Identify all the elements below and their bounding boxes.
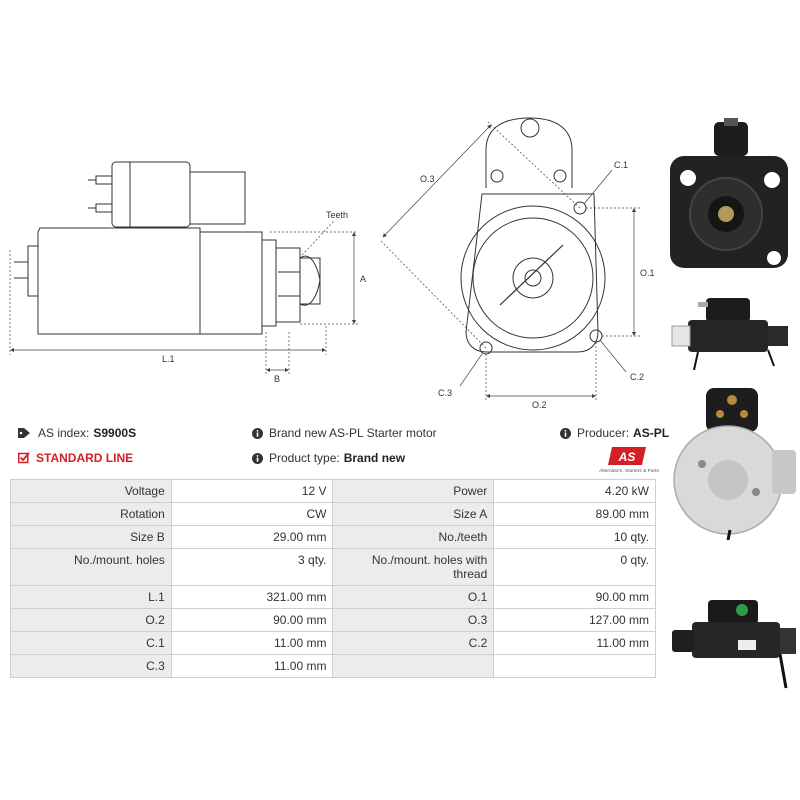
spec-label: Power [332, 479, 495, 503]
spec-label: Size B [10, 525, 172, 549]
spec-label: C.1 [10, 631, 172, 655]
spec-label: Size A [332, 502, 495, 526]
spec-value: 0 qty. [493, 548, 656, 586]
spec-value: 29.00 mm [170, 525, 334, 549]
spec-value: 90.00 mm [170, 608, 334, 632]
technical-drawing-svg: Teeth A B L.1 [9, 117, 655, 410]
spec-label: No./mount. holes [10, 548, 172, 586]
dim-l1-label: L.1 [162, 354, 175, 364]
logo-text: AS [618, 450, 636, 464]
as-pl-logo: AS Alternators, Starters & Parts [599, 447, 659, 474]
spec-value: 11.00 mm [493, 631, 656, 655]
info-icon [252, 427, 263, 439]
spec-label: Voltage [10, 479, 172, 503]
dim-c2-label: C.2 [630, 372, 644, 382]
dim-o3-label: O.3 [420, 174, 435, 184]
product-type-value: Brand new [343, 451, 406, 465]
spec-value: 321.00 mm [170, 585, 334, 609]
front-photo [670, 118, 788, 268]
spec-value: CW [170, 502, 334, 526]
description-text: Brand new AS-PL Starter motor [269, 426, 437, 440]
side-photo-2 [672, 600, 796, 689]
checkbox-icon [18, 452, 30, 464]
dim-c1-label: C.1 [614, 160, 628, 170]
as-index-label: AS index: [38, 426, 90, 440]
spec-value: 4.20 kW [493, 479, 656, 503]
spec-label: O.1 [332, 585, 495, 609]
table-row: Rotation CW Size A 89.00 mm [10, 502, 656, 526]
teeth-label: Teeth [326, 210, 348, 220]
spec-label [332, 654, 495, 678]
dim-b-label: B [274, 374, 280, 384]
spec-value: 10 qty. [493, 525, 656, 549]
spec-label: C.3 [10, 654, 172, 678]
spec-value: 3 qty. [170, 548, 334, 586]
spec-value [493, 654, 656, 678]
table-row: No./mount. holes 3 qty. No./mount. holes… [10, 548, 656, 586]
table-row: L.1 321.00 mm O.1 90.00 mm [10, 585, 656, 609]
spec-label: Rotation [10, 502, 172, 526]
side-photo [671, 298, 788, 370]
spec-value: 12 V [170, 479, 334, 503]
logo-tagline: Alternators, Starters & Parts [599, 468, 659, 474]
table-row: O.2 90.00 mm O.3 127.00 mm [10, 608, 656, 632]
spec-label: O.2 [10, 608, 172, 632]
spec-value: 11.00 mm [170, 654, 334, 678]
side-view-drawing [14, 161, 321, 335]
dim-c3-label: C.3 [438, 388, 452, 398]
standard-line-row: STANDARD LINE [18, 451, 133, 465]
table-row: C.1 11.00 mm C.2 11.00 mm [10, 631, 656, 655]
producer-value: AS-PL [633, 426, 670, 440]
as-index-row: AS index: S9900S [18, 426, 136, 440]
table-row: Size B 29.00 mm No./teeth 10 qty. [10, 525, 656, 549]
spec-value: 90.00 mm [493, 585, 656, 609]
description-row: Brand new AS-PL Starter motor [252, 426, 437, 440]
front-view-drawing [460, 117, 606, 355]
product-photos [668, 110, 800, 700]
spec-value: 127.00 mm [493, 608, 656, 632]
producer-row: Producer: AS-PL [560, 426, 669, 440]
dim-o1-label: O.1 [640, 268, 655, 278]
dim-a-label: A [360, 274, 366, 284]
spec-label: No./teeth [332, 525, 495, 549]
producer-label: Producer: [577, 426, 630, 440]
spec-label: L.1 [10, 585, 172, 609]
as-index-value: S9900S [93, 426, 137, 440]
technical-drawing: Teeth A B L.1 [0, 100, 670, 410]
spec-value: 89.00 mm [493, 502, 656, 526]
spec-label: C.2 [332, 631, 495, 655]
table-row: Voltage 12 V Power 4.20 kW [10, 479, 656, 503]
table-row: C.3 11.00 mm [10, 654, 656, 678]
spec-label: No./mount. holes with thread [332, 548, 495, 586]
standard-line-label: STANDARD LINE [36, 451, 134, 465]
product-type-row: Product type: Brand new [252, 451, 405, 465]
specs-table: Voltage 12 V Power 4.20 kW Rotation CW S… [10, 479, 656, 678]
dim-o2-label: O.2 [532, 400, 547, 410]
tag-icon [18, 427, 32, 439]
spec-label: O.3 [332, 608, 495, 632]
spec-value: 11.00 mm [170, 631, 334, 655]
product-type-label: Product type: [269, 451, 340, 465]
info-icon [560, 427, 571, 439]
rear-photo [673, 388, 796, 540]
info-icon [252, 452, 263, 464]
